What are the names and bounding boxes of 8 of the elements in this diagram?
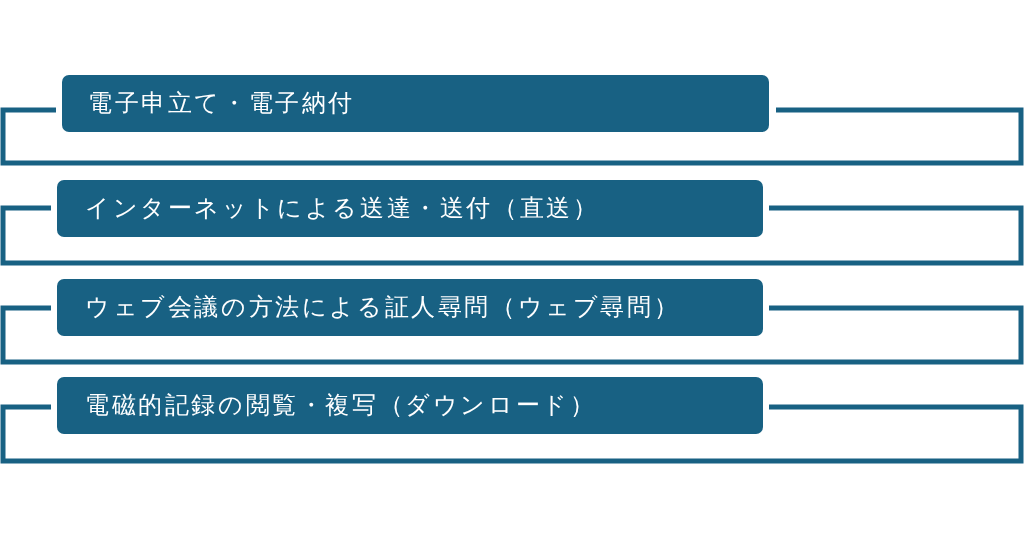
topic-label: 電子申立て・電子納付 (88, 89, 355, 118)
topic-box (57, 180, 763, 237)
topic-label: 電磁的記録の閲覧・複写（ダウンロード） (85, 391, 597, 420)
topic-box (57, 377, 763, 434)
topic-box (62, 75, 769, 132)
topic-label: インターネットによる送達・送付（直送） (85, 194, 600, 223)
topic-box (57, 279, 763, 336)
topic-label: ウェブ会議の方法による証人尋問（ウェブ尋問） (85, 293, 681, 322)
